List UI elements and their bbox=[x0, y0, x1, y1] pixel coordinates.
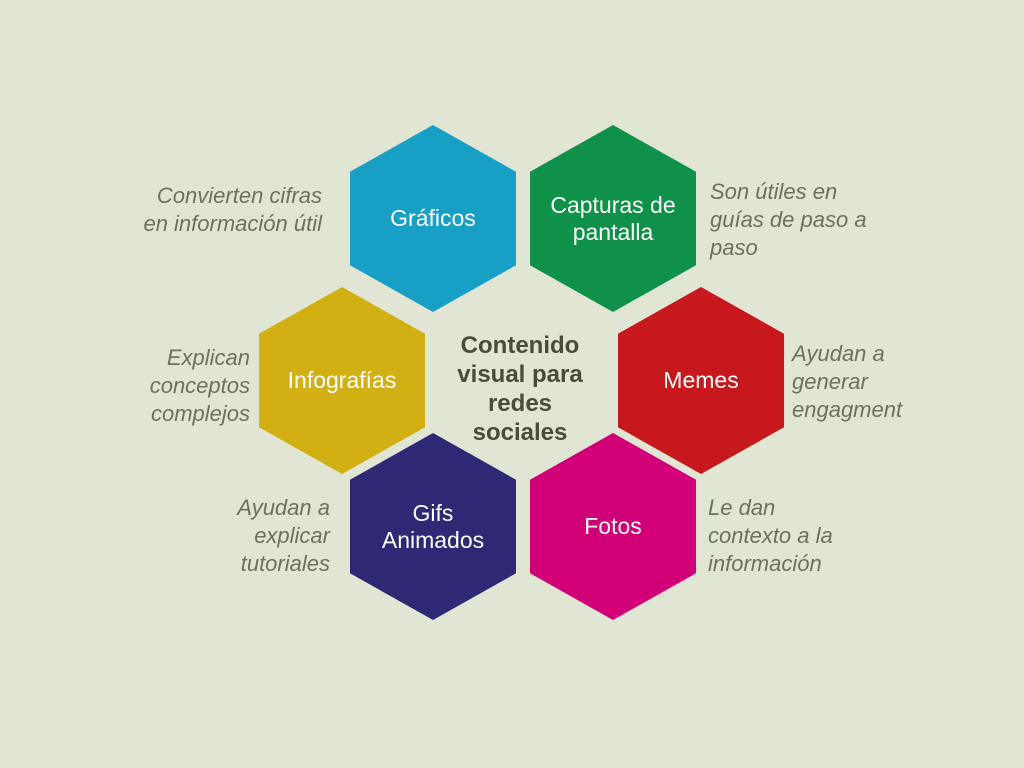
hexagon-infografias-label: Infografías bbox=[288, 367, 397, 394]
hexagon-memes-label-line: Memes bbox=[663, 367, 739, 393]
hexagon-fotos: Fotos bbox=[530, 433, 696, 620]
annotation-line: Ayudan a bbox=[237, 495, 330, 520]
annotation-line: engagment bbox=[792, 397, 903, 422]
annotation-fotos: Le dan contexto a la información bbox=[708, 494, 883, 578]
hexagon-fotos-label: Fotos bbox=[584, 513, 642, 540]
hexagon-capturas-de-pantalla: Capturas de pantalla bbox=[530, 125, 696, 312]
annotation-line: guías de paso a bbox=[710, 207, 867, 232]
hexagon-capturas-label-line: pantalla bbox=[572, 218, 654, 245]
annotation-line: tutoriales bbox=[240, 551, 330, 576]
annotation-line: Son útiles en bbox=[710, 179, 838, 204]
hexagon-memes-label: Memes bbox=[663, 367, 738, 394]
hexagon-capturas-label: Capturas de pantalla bbox=[550, 192, 675, 246]
annotation-infografias: Explican conceptos complejos bbox=[100, 344, 250, 428]
annotation-line: información bbox=[708, 551, 822, 576]
annotation-line: conceptos bbox=[149, 373, 250, 398]
annotation-graficos: Convierten cifras en información útil bbox=[90, 182, 322, 238]
annotation-line: contexto a la bbox=[708, 523, 833, 548]
annotation-line: Explican bbox=[166, 345, 250, 370]
annotation-line: en información útil bbox=[143, 211, 322, 236]
hexagon-infografias: Infografías bbox=[259, 287, 425, 474]
hexagon-fotos-label-line: Fotos bbox=[584, 513, 642, 539]
annotation-line: Convierten cifras bbox=[156, 183, 322, 208]
annotation-line: Ayudan a bbox=[792, 341, 885, 366]
diagram-title-line: sociales bbox=[472, 419, 568, 446]
hexagon-gifs-label-line: Animados bbox=[381, 526, 485, 553]
diagram-title-line: visual para bbox=[457, 361, 583, 388]
annotation-memes: Ayudan a generar engagment bbox=[792, 340, 962, 424]
annotation-line: explicar bbox=[254, 523, 330, 548]
hexagon-capturas-label-line: Capturas de bbox=[550, 191, 676, 218]
hexagon-gifs-animados: Gifs Animados bbox=[350, 433, 516, 620]
annotation-line: complejos bbox=[150, 401, 250, 426]
hexagon-gifs-label-line: Gifs bbox=[412, 499, 454, 526]
annotation-line: paso bbox=[710, 235, 758, 260]
diagram-title-line: redes bbox=[487, 390, 553, 417]
hexagon-memes: Memes bbox=[618, 287, 784, 474]
annotation-capturas: Son útiles en guías de paso a paso bbox=[710, 178, 930, 262]
hexagon-graficos-label: Gráficos bbox=[390, 205, 476, 232]
diagram-title-line: Contenido bbox=[460, 332, 580, 359]
annotation-line: Le dan bbox=[708, 495, 776, 520]
hexagon-gifs-label: Gifs Animados bbox=[382, 500, 484, 554]
annotation-line: generar bbox=[792, 369, 868, 394]
hexagon-graficos-label-line: Gráficos bbox=[390, 205, 476, 231]
hexagon-graficos: Gráficos bbox=[350, 125, 516, 312]
hexagon-infografias-label-line: Infografías bbox=[287, 367, 397, 393]
annotation-gifs-animados: Ayudan a explicar tutoriales bbox=[180, 494, 330, 578]
diagram-title: Contenido visual para redes sociales bbox=[430, 331, 610, 447]
